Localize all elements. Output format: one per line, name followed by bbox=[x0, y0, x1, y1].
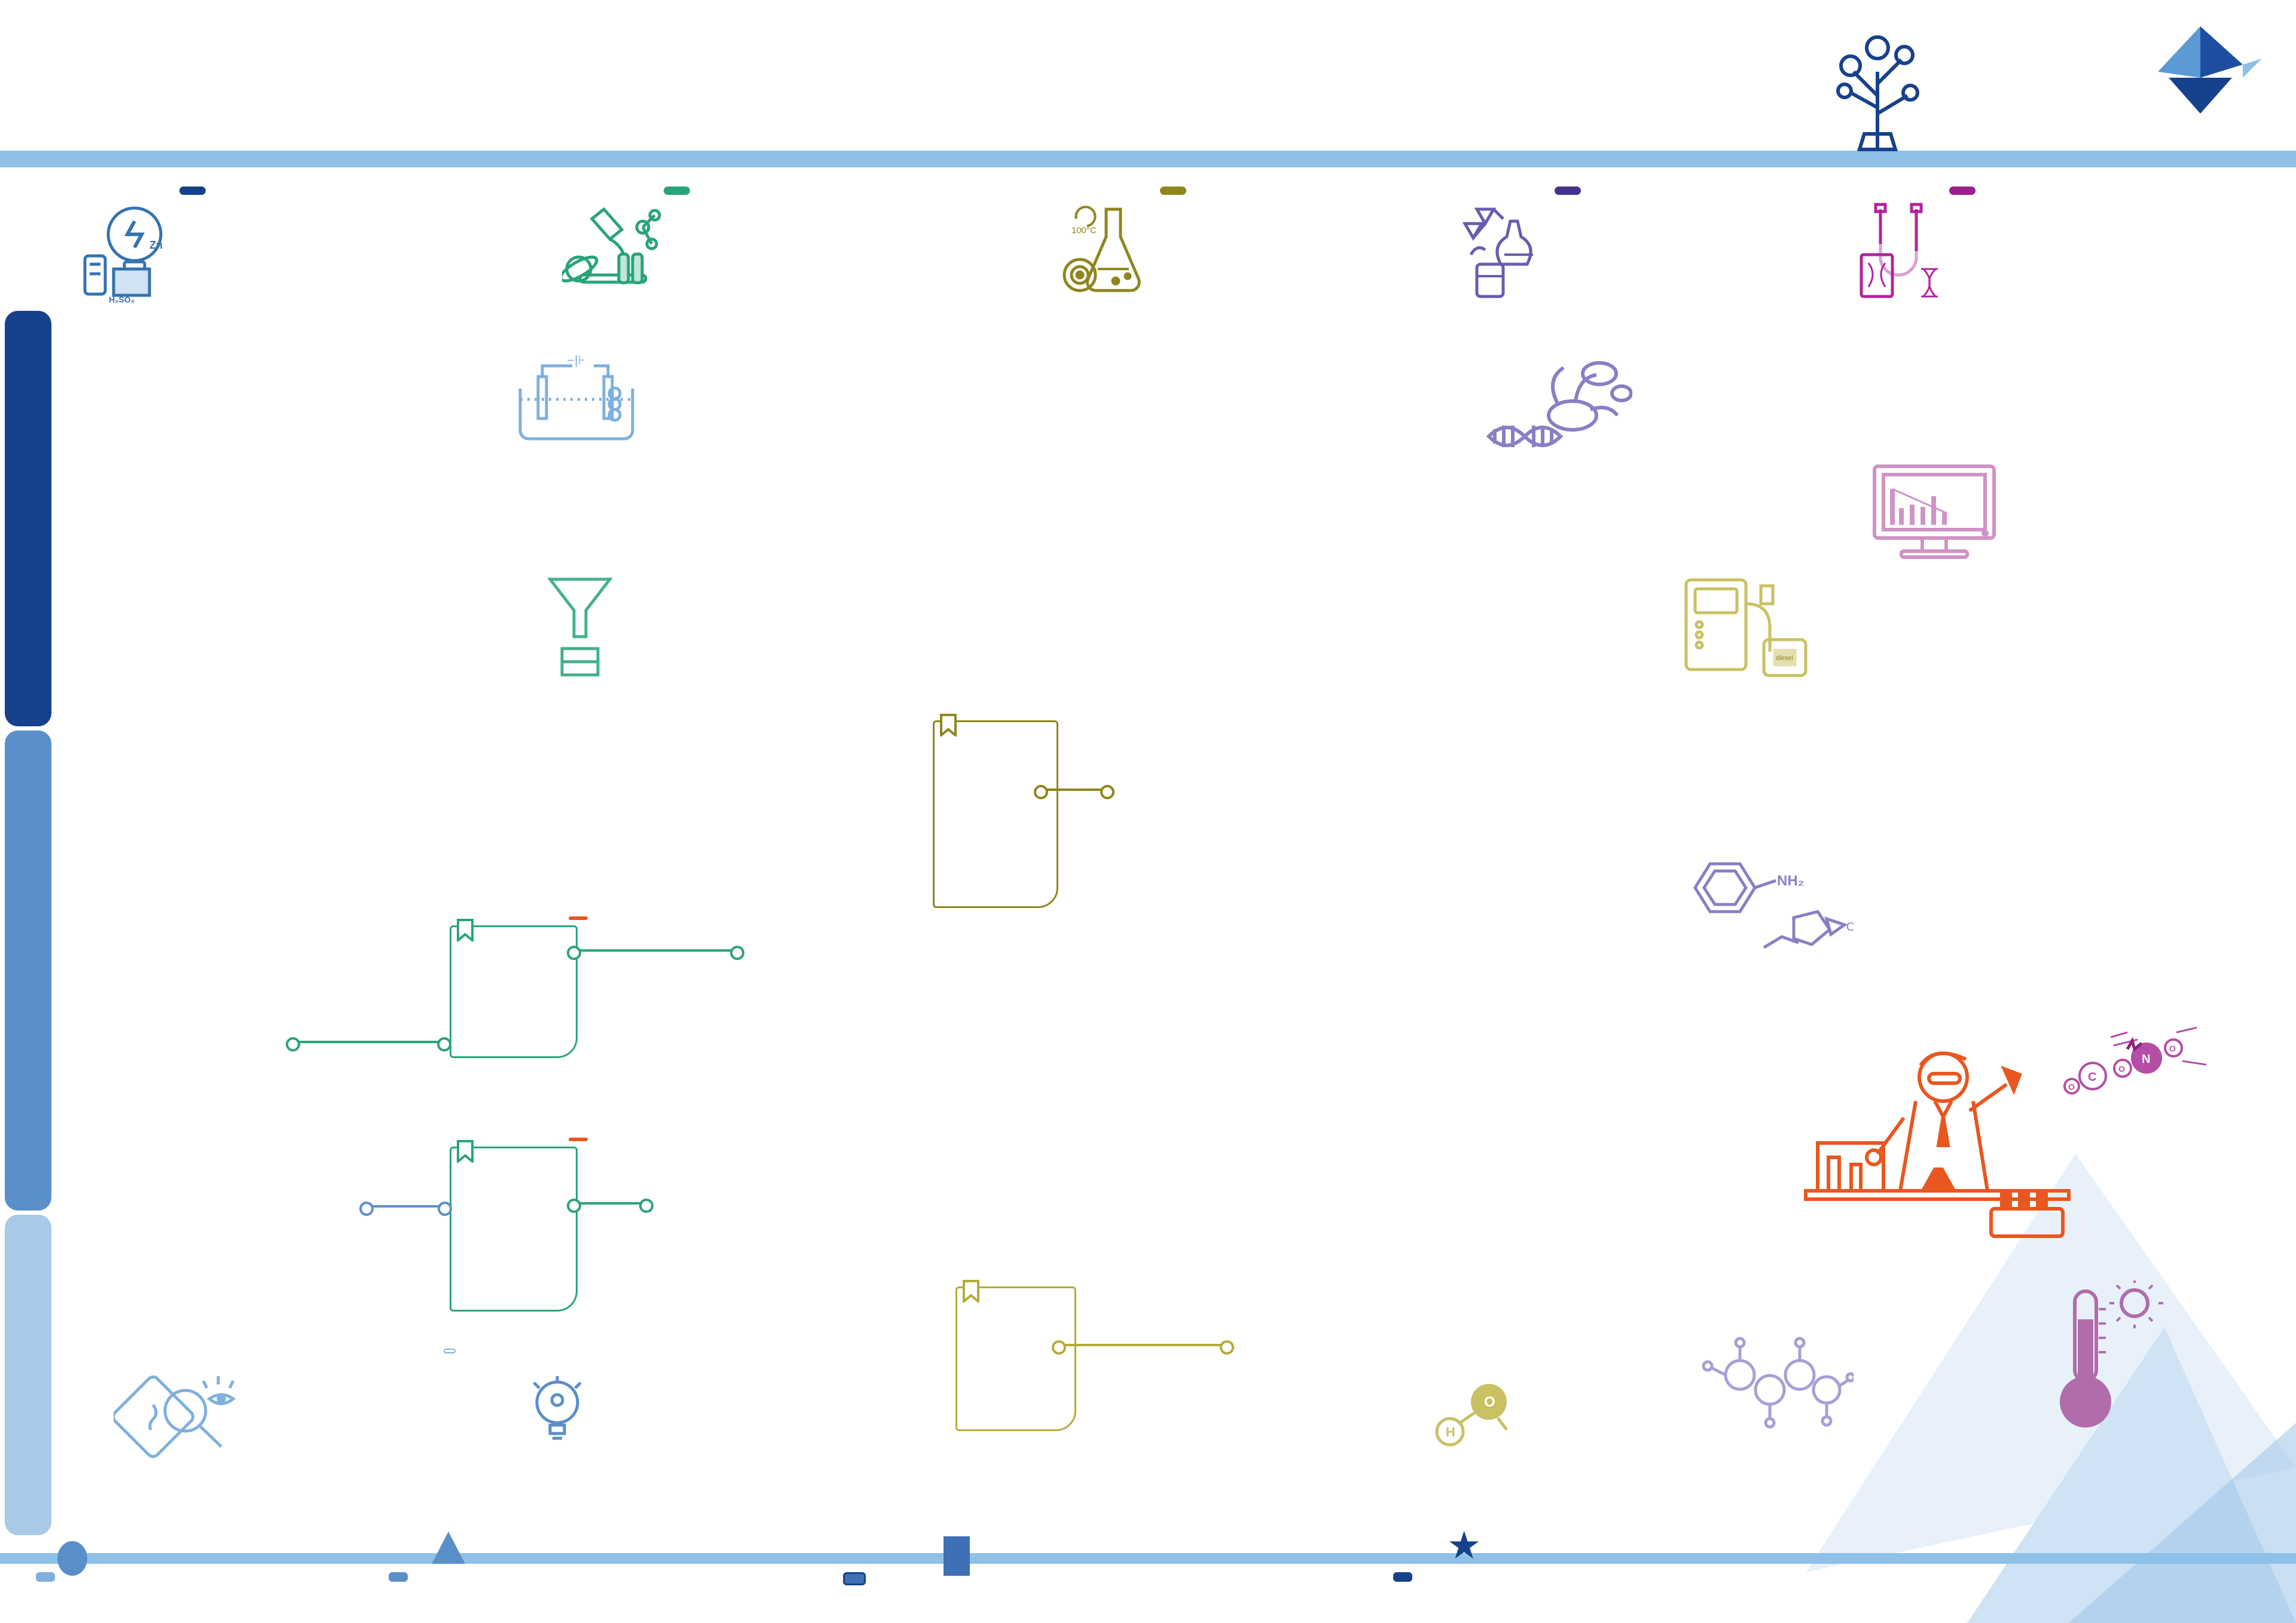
mastery-marker-star: ★ bbox=[1447, 1524, 1482, 1567]
scientist-illustration bbox=[1804, 1052, 2071, 1238]
monitor-chart-icon bbox=[1873, 464, 1996, 559]
lane2-badge bbox=[664, 187, 690, 195]
connector-endpoint bbox=[286, 1037, 300, 1052]
funnel-filter-icon bbox=[546, 577, 613, 677]
hydrocarbon-molecule-icon bbox=[1702, 1337, 1854, 1429]
mastery-pill-high bbox=[1393, 1572, 1412, 1582]
connector-endpoint bbox=[359, 1202, 374, 1216]
flask-thermo-icon: 100°C bbox=[1062, 206, 1141, 292]
year-band-11 bbox=[5, 730, 51, 1211]
lane2-header bbox=[664, 187, 690, 206]
connector-endpoint bbox=[730, 946, 744, 960]
electrolysis-cell-icon: −|⊦ bbox=[518, 353, 634, 441]
lane3-badge bbox=[1160, 187, 1186, 195]
lane5-badge bbox=[1949, 187, 1976, 195]
lane4-header bbox=[1555, 187, 1581, 206]
svg-text:N: N bbox=[2142, 1053, 2150, 1066]
bookmark-icon bbox=[940, 714, 957, 736]
svg-text:−|⊦: −|⊦ bbox=[567, 353, 585, 368]
connector-spectroscopy-lane3 bbox=[1038, 788, 1110, 791]
lane4-badge bbox=[1555, 187, 1581, 195]
magnifier-flame-icon bbox=[114, 1375, 236, 1459]
bookmark-icon bbox=[963, 1280, 979, 1303]
svg-text:100°C: 100°C bbox=[1071, 225, 1097, 236]
year-band-12 bbox=[5, 311, 51, 726]
origami-bird-logo bbox=[2158, 26, 2262, 114]
svg-text:H: H bbox=[1446, 1425, 1455, 1439]
pi-ready-badge bbox=[569, 916, 588, 920]
connector-galvanic-titration bbox=[290, 1041, 447, 1043]
fuel-pump-icon: diesel bbox=[1684, 578, 1808, 677]
svg-text:Zn: Zn bbox=[149, 239, 163, 251]
connector-endpoint bbox=[438, 1202, 452, 1216]
connector-endpoint bbox=[1100, 785, 1115, 799]
idea-bulb-icon bbox=[533, 1376, 582, 1440]
svg-text:O: O bbox=[1484, 1394, 1495, 1410]
callout-gravimetric bbox=[450, 1138, 588, 1312]
lane3-header bbox=[1160, 187, 1186, 206]
mastery-pill-middle bbox=[843, 1572, 866, 1585]
callout-spectroscopy bbox=[933, 714, 1058, 908]
connector-endpoint bbox=[1052, 1340, 1066, 1355]
svg-text:O: O bbox=[2169, 1044, 2176, 1053]
lane1-header bbox=[179, 187, 206, 206]
lane5-header bbox=[1949, 187, 1976, 206]
mastery-marker-triangle bbox=[432, 1532, 465, 1564]
dna-biochem-icon bbox=[1486, 361, 1632, 447]
title-rule bbox=[0, 151, 2296, 167]
collision-molecules-icon: C O N O O bbox=[2063, 1026, 2207, 1095]
connector-endpoint bbox=[567, 1199, 581, 1213]
svg-text:C: C bbox=[2088, 1071, 2096, 1084]
callout-titration bbox=[450, 916, 588, 1058]
pi-ready-badge bbox=[569, 1138, 588, 1141]
skill-tree-icon bbox=[1836, 35, 1919, 151]
bookmark-icon bbox=[457, 1140, 474, 1163]
mastery-scale-bar bbox=[0, 1553, 2296, 1564]
connector-endpoint bbox=[639, 1199, 654, 1213]
svg-text:O: O bbox=[1846, 921, 1854, 934]
connector-endpoint bbox=[1220, 1340, 1234, 1355]
svg-text:NH₂: NH₂ bbox=[1777, 873, 1804, 889]
connector-endpoint bbox=[437, 1037, 451, 1052]
year-band-10 bbox=[5, 1215, 51, 1535]
water-molecule-icon: O H bbox=[1435, 1384, 1508, 1447]
lightbulb-battery-icon: Zn H₂SO₄ bbox=[83, 206, 163, 304]
svg-text:O: O bbox=[2068, 1082, 2075, 1092]
connector-gravimetric-lane2 bbox=[571, 1202, 649, 1205]
benzene-epoxide-icon: NH₂ O bbox=[1693, 862, 1854, 949]
mastery-marker-square bbox=[944, 1536, 970, 1576]
thermometer-sun-icon bbox=[2060, 1280, 2163, 1428]
bookmark-icon bbox=[457, 919, 474, 942]
mastery-marker-circle bbox=[57, 1541, 87, 1576]
microscope-icon bbox=[562, 207, 661, 285]
connector-titration-lane2 bbox=[571, 949, 740, 952]
utube-hourglass-icon bbox=[1860, 203, 1938, 298]
lane1-badge bbox=[179, 187, 206, 195]
mastery-pill-basic bbox=[36, 1572, 55, 1582]
connector-lane1pill-gravimetric bbox=[364, 1205, 447, 1208]
connector-solubility-lane3 bbox=[1056, 1344, 1229, 1346]
svg-text:O: O bbox=[2118, 1064, 2125, 1074]
svg-text:H₂SO₄: H₂SO₄ bbox=[109, 295, 135, 304]
mastery-pill-standard bbox=[389, 1572, 408, 1582]
organic-flask-icon bbox=[1462, 207, 1533, 298]
svg-text:diesel: diesel bbox=[1776, 655, 1793, 662]
callout-solubility-bridge bbox=[955, 1280, 1076, 1431]
h2s-so2-chip bbox=[444, 1349, 456, 1353]
connector-endpoint bbox=[1034, 785, 1048, 799]
connector-endpoint bbox=[567, 946, 581, 960]
